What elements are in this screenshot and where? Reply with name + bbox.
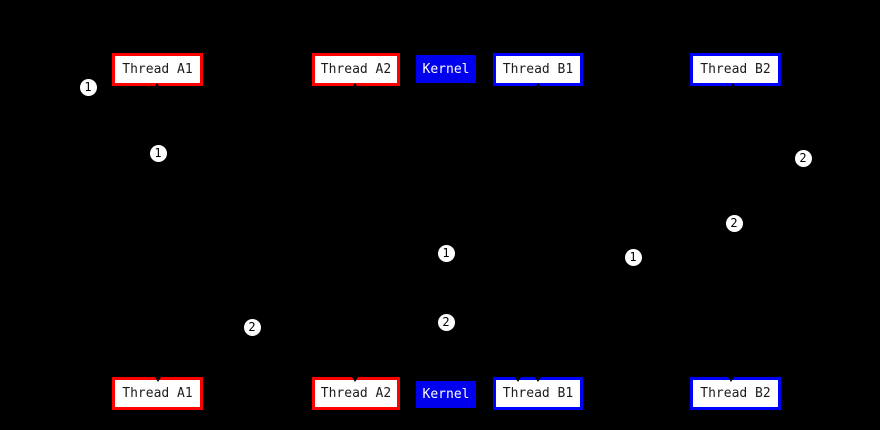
arrowhead-up-icon (350, 83, 360, 91)
thread-b1-bottom-label: Thread B1 (502, 386, 574, 401)
thread-a2-bottom-box: Thread A2 (312, 377, 400, 410)
thread-a2-top-label: Thread A2 (320, 62, 392, 77)
arrowhead-down-icon (533, 374, 543, 382)
arrowhead-up-icon (152, 83, 162, 91)
step-marker-number: 2 (442, 315, 450, 329)
thread-b2-bottom-label: Thread B2 (700, 386, 771, 401)
step-marker-number: 1 (84, 80, 92, 94)
step-marker-number: 1 (442, 246, 450, 260)
kernel-top-label: Kernel (422, 61, 470, 77)
thread-b1-top-label: Thread B1 (502, 62, 574, 77)
kernel-bottom-box: Kernel (416, 381, 476, 408)
thread-b1-top-box: Thread B1 (493, 53, 583, 86)
step-marker-number: 2 (248, 320, 256, 334)
step-marker-1: 1 (148, 143, 168, 163)
step-marker-2: 2 (436, 312, 456, 332)
thread-a2-top-box: Thread A2 (312, 53, 400, 86)
thread-b2-top-label: Thread B2 (700, 62, 771, 77)
thread-a1-bottom-label: Thread A1 (122, 386, 193, 401)
arrowhead-down-icon (350, 374, 360, 382)
step-marker-1: 1 (623, 247, 643, 267)
thread-b1-bottom-box: Thread B1 (493, 377, 583, 410)
step-marker-number: 1 (154, 146, 162, 160)
step-marker-2: 2 (724, 213, 744, 233)
kernel-top-box: Kernel (416, 55, 476, 83)
step-marker-2: 2 (242, 317, 262, 337)
thread-a1-top-label: Thread A1 (122, 62, 193, 77)
step-marker-number: 2 (799, 151, 807, 165)
arrowhead-up-icon (533, 83, 543, 91)
step-marker-1: 1 (78, 77, 98, 97)
thread-a1-top-box: Thread A1 (112, 53, 203, 86)
kernel-bottom-label: Kernel (422, 387, 470, 402)
thread-a2-bottom-label: Thread A2 (320, 386, 392, 401)
step-marker-2: 2 (793, 148, 813, 168)
step-marker-number: 2 (730, 216, 738, 230)
thread-b2-top-box: Thread B2 (690, 53, 781, 86)
arrowhead-down-icon (513, 374, 523, 382)
arrowhead-down-icon (153, 374, 163, 382)
arrowhead-up-icon (728, 83, 738, 91)
arrowhead-down-icon (726, 374, 736, 382)
step-marker-1: 1 (436, 243, 456, 263)
step-marker-number: 1 (629, 250, 637, 264)
